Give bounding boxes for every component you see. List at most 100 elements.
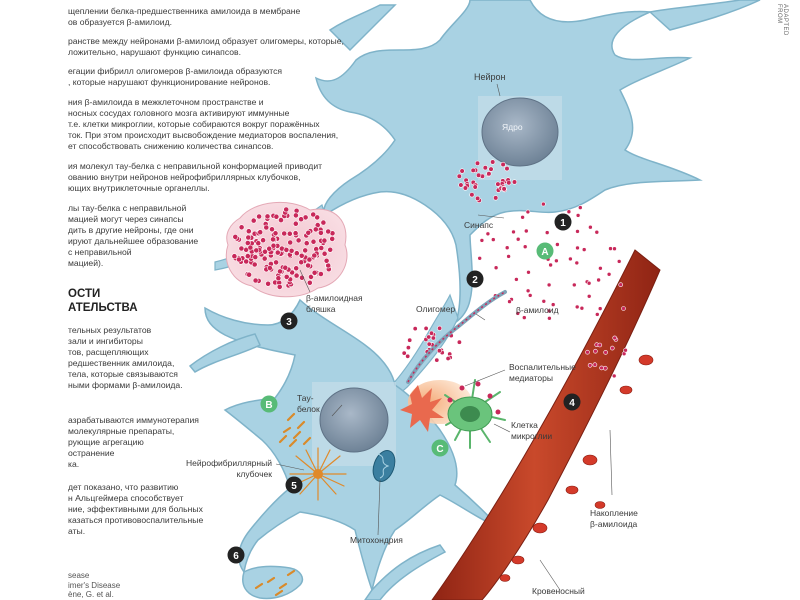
- label-tau: Тау- белок: [297, 393, 320, 414]
- amyloid-dot: [554, 258, 559, 264]
- amyloid-dot: [515, 311, 521, 316]
- marker-c[interactable]: C: [431, 439, 449, 457]
- side-text-p8: азрабатываются иммунотерапия молекулярны…: [68, 415, 199, 469]
- amyloid-dot: [275, 275, 282, 282]
- amyloid-dot: [292, 220, 299, 227]
- amyloid-dot: [588, 224, 593, 230]
- amyloid-dot: [428, 330, 434, 336]
- marker-4[interactable]: 4: [563, 393, 581, 411]
- amyloid-dot: [270, 236, 276, 243]
- marker-5[interactable]: 5: [285, 476, 303, 494]
- marker-6[interactable]: 6: [227, 546, 245, 564]
- amyloid-dot: [581, 247, 587, 252]
- amyloid-dot: [597, 342, 603, 348]
- amyloid-dot: [272, 230, 279, 237]
- amyloid-dot: [281, 230, 288, 237]
- amyloid-dot: [470, 167, 476, 173]
- microglia-cell: [444, 379, 506, 449]
- amyloid-dot: [311, 269, 318, 276]
- svg-text:2: 2: [472, 275, 478, 286]
- amyloid-dot: [597, 306, 603, 311]
- dendrite-top: [328, 4, 397, 52]
- amyloid-dot: [310, 211, 317, 218]
- amyloid-dot: [511, 229, 516, 235]
- amyloid-dot: [246, 271, 252, 278]
- label-beta-amyloid: β-амилоид: [516, 305, 559, 315]
- amyloid-dot: [525, 209, 531, 215]
- amyloid-dot: [292, 230, 299, 237]
- amyloid-dot: [445, 355, 451, 361]
- amyloid-dot: [321, 250, 328, 257]
- amyloid-dot: [623, 347, 628, 353]
- marker-2[interactable]: 2: [466, 270, 484, 288]
- marker-3[interactable]: 3: [280, 312, 298, 330]
- marker-1[interactable]: 1: [554, 213, 572, 231]
- amyloid-dot: [523, 228, 529, 234]
- amyloid-dot: [621, 306, 626, 311]
- amyloid-dot: [302, 247, 309, 254]
- label-oligomer: Олигомер: [416, 304, 456, 314]
- side-text-p9: дет показано, что развитию н Альцгеймера…: [68, 482, 204, 536]
- amyloid-dot: [317, 229, 324, 236]
- label-microglia: Клетка микроглии: [511, 420, 553, 441]
- amyloid-dot: [500, 161, 506, 168]
- amyloid-dot: [321, 237, 328, 244]
- mitochondria: [372, 450, 396, 482]
- amyloid-dot: [592, 362, 598, 368]
- svg-text:5: 5: [291, 481, 297, 492]
- amyloid-dot: [265, 280, 271, 287]
- label-synapse: Синапс: [464, 220, 494, 230]
- amyloid-dot: [515, 236, 521, 242]
- amyloid-dot: [305, 229, 312, 236]
- amyloid-dot: [270, 242, 277, 249]
- amyloid-dot: [262, 248, 268, 255]
- amyloid-dot: [598, 265, 603, 271]
- label-accumulation: Накопление β-амилоида: [590, 508, 638, 529]
- amyloid-dot: [585, 349, 590, 355]
- amyloid-dot: [277, 268, 283, 275]
- amyloid-dot: [596, 277, 601, 283]
- amyloid-dot: [314, 214, 321, 221]
- amyloid-dot: [608, 246, 613, 251]
- side-text-p7: тельных результатов зали и ингибиторы то…: [68, 325, 183, 390]
- amyloid-dot: [586, 293, 592, 299]
- svg-text:C: C: [436, 444, 443, 455]
- amyloid-dot: [493, 195, 499, 201]
- amyloid-dot: [618, 282, 624, 288]
- amyloid-dot: [407, 337, 413, 343]
- label-vessel: Кровеносный: [532, 586, 585, 596]
- amyloid-dot: [283, 273, 290, 280]
- label-tangle: Нейрофибриллярный клубочек: [186, 458, 272, 479]
- amyloid-dot: [474, 160, 481, 166]
- svg-text:3: 3: [286, 317, 292, 328]
- amyloid-dot: [546, 308, 552, 314]
- amyloid-dot: [612, 335, 618, 341]
- amyloid-dot: [282, 264, 289, 271]
- amyloid-dot: [401, 350, 407, 356]
- neurofibrillary-tangle: [289, 447, 347, 501]
- amyloid-dot: [575, 213, 581, 218]
- amyloid-dot: [616, 259, 622, 264]
- marker-a[interactable]: A: [536, 242, 554, 260]
- amyloid-dot: [527, 293, 533, 298]
- amyloid-dot: [256, 213, 262, 220]
- amyloid-dot: [305, 262, 311, 269]
- amyloid-dot: [273, 259, 279, 266]
- amyloid-dot: [504, 245, 510, 250]
- amyloid-dot: [520, 215, 525, 220]
- side-text-p3: егации фибрилл олигомеров β-амилоида обр…: [68, 66, 283, 87]
- amyloid-dot: [312, 226, 319, 233]
- amyloid-dot: [456, 173, 462, 179]
- amyloid-dot: [244, 240, 251, 246]
- amyloid-dot: [469, 192, 475, 198]
- amyloid-dot: [238, 224, 245, 231]
- amyloid-dot: [574, 304, 580, 310]
- amyloid-dot: [571, 282, 577, 288]
- amyloid-dot: [594, 312, 600, 317]
- marker-b[interactable]: B: [260, 395, 278, 413]
- amyloid-dot: [566, 209, 572, 214]
- amyloid-dot: [298, 259, 305, 266]
- amyloid-dot: [514, 277, 519, 282]
- amyloid-dot: [593, 348, 598, 354]
